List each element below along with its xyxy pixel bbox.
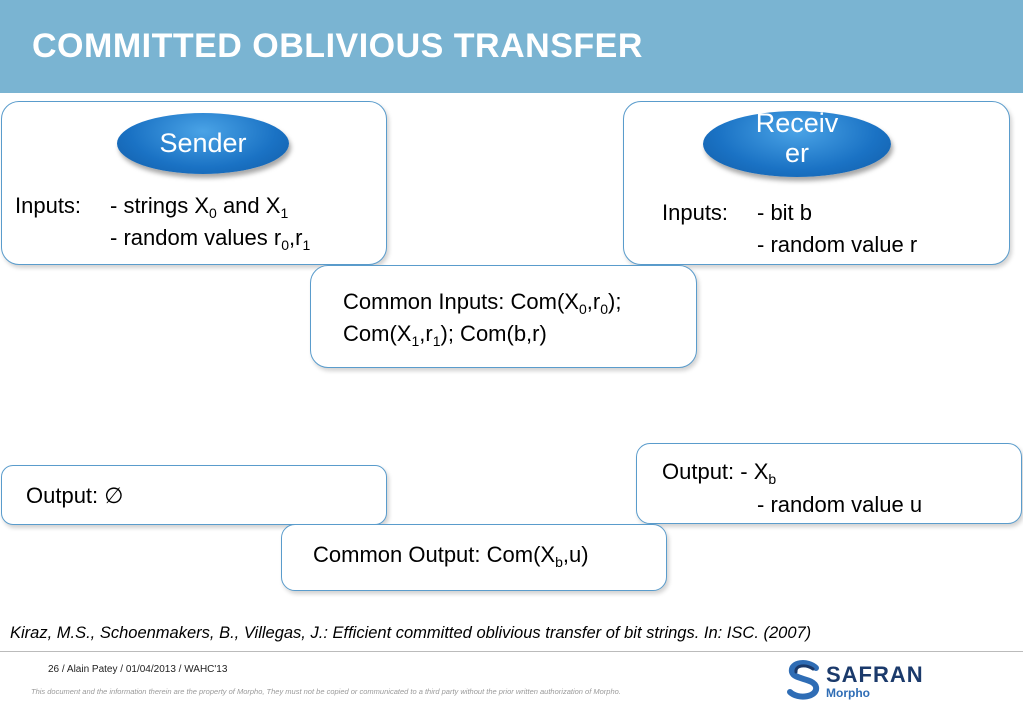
receiver-output-box [636,443,1022,524]
slide-title: COMMITTED OBLIVIOUS TRANSFER [32,27,643,65]
sender-input-randoms: - random values r0,r1 [110,225,311,253]
receiver-label-line1: Receiv [755,108,839,138]
receiver-label: Receiv er [703,108,891,177]
citation: Kiraz, M.S., Schoenmakers, B., Villegas,… [10,624,812,642]
common-output-box [281,524,667,591]
sender-output-text: Output: ∅ [26,483,124,508]
receiver-input-bit: - bit b [757,200,813,225]
sender-label: Sender [117,113,289,174]
logo-word: SAFRAN [826,662,924,687]
common-inputs-box [310,265,697,368]
safran-morpho-logo: SAFRAN Morpho [784,658,944,702]
common-output-text: Common Output: Com(Xb,u) [313,542,589,570]
title-bar: COMMITTED OBLIVIOUS TRANSFER [0,0,1023,93]
sender-label-text: Sender [159,128,247,158]
receiver-output-line1: Output: - Xb [662,459,777,487]
sender-inputs-prefix: Inputs: [15,193,82,218]
sender-output-box [1,465,387,525]
common-inputs-line1: Common Inputs: Com(X0,r0); [343,289,622,317]
receiver-input-random: - random value r [757,232,918,257]
receiver-output-line2: - random value u [757,492,923,517]
logo-sub: Morpho [826,686,870,700]
receiver-inputs-prefix: Inputs: [662,200,729,225]
common-inputs-line2: Com(X1,r1); Com(b,r) [343,321,547,349]
sender-input-strings: - strings X0 and X1 [110,193,289,221]
safran-s-icon [787,660,819,700]
receiver-label-line2: er [784,138,809,168]
footer-disclaimer: This document and the information therei… [31,687,621,696]
footer-meta: 26 / Alain Patey / 01/04/2013 / WAHC'13 [48,664,228,675]
footer-divider [0,651,1023,652]
